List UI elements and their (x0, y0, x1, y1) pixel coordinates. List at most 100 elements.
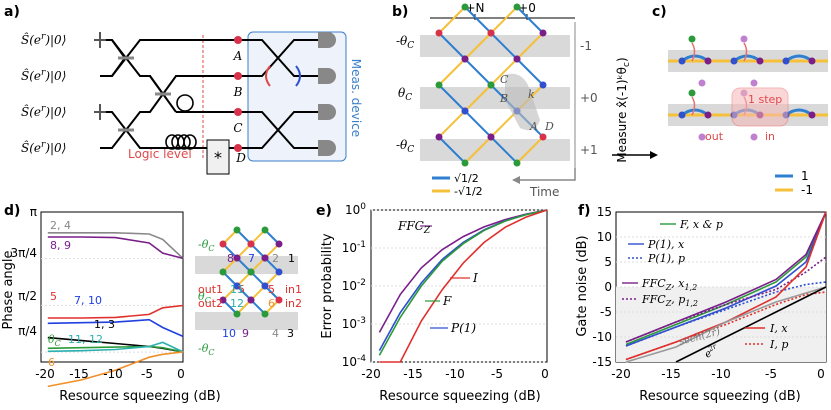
red-rotation-arrow (265, 65, 271, 87)
f-ylabel: Gate noise (dB) (575, 235, 590, 336)
c-link (691, 42, 696, 62)
inset-1: 1 (288, 252, 295, 265)
b-lattice-node (487, 133, 495, 141)
lattice-d (219, 226, 283, 318)
panel-a-label: a) (4, 4, 20, 20)
d-lattice-node (261, 310, 269, 318)
d-xtick-3: -10 (103, 367, 123, 381)
detectors (318, 32, 336, 156)
row-label-3: -θC (396, 138, 414, 155)
d-lattice-node (247, 240, 255, 248)
plot-d-area (41, 232, 184, 388)
c-node (808, 111, 816, 119)
f-legend-p1p: P(1), p (647, 252, 685, 265)
right-label-3: +1 (580, 143, 598, 157)
d-series-line (47, 341, 184, 353)
logic-level-label: Logic level (128, 147, 192, 161)
d-ann-6: 6 (48, 356, 55, 369)
star-symbol: * (214, 148, 222, 167)
plot-d-frame (40, 211, 184, 363)
e-xtick-5: 0 (541, 367, 549, 381)
f-series-line (675, 286, 827, 363)
b-lattice-edge (464, 136, 492, 164)
b-lattice-edge (464, 58, 492, 86)
in-label: in (765, 130, 775, 143)
panel-d: d) π/4 π/2 3π/4 π -20 -15 -10 -5 0 Phase… (1, 203, 302, 404)
d-lattice-node (275, 268, 283, 276)
plot-f-area (616, 211, 827, 363)
b-node-d: D (544, 120, 554, 133)
c-top-node (740, 35, 748, 43)
inset-3: 3 (287, 327, 294, 340)
d-lattice-node (275, 240, 283, 248)
e-legend-p1: P(1) (450, 321, 476, 335)
d-series-line (47, 318, 184, 338)
e-series-line (379, 209, 548, 363)
d-ann-theta: θC (48, 333, 61, 348)
d-ytick-3: 3π/4 (10, 246, 37, 260)
c-node (704, 111, 712, 119)
row-label-2: θC (398, 86, 412, 103)
d-xtick-1: -20 (35, 367, 55, 381)
c-node (730, 57, 738, 65)
d-ann-11-12: 11, 12 (68, 333, 103, 346)
f-legend-ix: I, x (769, 322, 788, 335)
b-lattice-edge (490, 6, 518, 34)
f-legend-p1x: P(1), x (647, 238, 685, 251)
panel-d-label: d) (4, 203, 20, 219)
e-series-line (378, 209, 548, 356)
d-lattice-node (275, 296, 283, 304)
b-lattice-edge (438, 136, 466, 164)
b-lattice-node (513, 55, 521, 63)
f-xtick-4: -5 (765, 367, 777, 381)
d-ytick-4: π (30, 205, 37, 219)
d-lattice-node (261, 226, 269, 234)
node-dots (234, 36, 242, 152)
b-lattice-node (461, 3, 469, 11)
e-ytick: 10-1 (342, 240, 366, 255)
b-lattice-node (513, 159, 521, 167)
e-xtick-1: -20 (361, 367, 381, 381)
f-series-line (625, 281, 827, 347)
b-lattice-edge (490, 110, 518, 138)
inset-out1: out1 (198, 283, 223, 296)
b-lattice-node (435, 29, 443, 37)
c-bottom-node (698, 133, 706, 141)
f-ytick-5: 5 (604, 255, 612, 269)
b-lattice-node (487, 29, 495, 37)
f-series-line (625, 291, 827, 361)
plot-e-area (371, 209, 548, 363)
inset-in1: in1 (285, 283, 302, 296)
panel-f: f) -15 -10 -5 0 5 10 15 -20 -15 -10 -5 0… (575, 203, 827, 404)
b-lattice-node (461, 159, 469, 167)
top-label-0: +0 (518, 1, 536, 15)
b-lattice-edge (490, 58, 518, 86)
out-label: out (705, 130, 724, 143)
d-ann-2-4: 2, 4 (50, 219, 71, 232)
c-bottom-node (750, 133, 758, 141)
inset-8: 8 (227, 252, 234, 265)
c-node (756, 57, 764, 65)
b-node-a: A (529, 120, 538, 133)
star-box (206, 139, 230, 175)
row-label-1: -θC (396, 34, 414, 51)
step-label: 1 step (748, 93, 782, 106)
d-series-line (47, 351, 184, 388)
e-ytick: 10-3 (342, 316, 366, 331)
time-label: Time (529, 185, 559, 199)
d-lattice-node (219, 240, 227, 248)
inset-2: 2 (272, 252, 279, 265)
b-lattice-node (539, 81, 547, 89)
inset-10: 10 (222, 327, 236, 340)
b-lattice-edge (464, 32, 492, 60)
d-xtick-2: -15 (69, 367, 89, 381)
b-lattice-edge (516, 136, 544, 164)
d-xtick-5: 0 (177, 367, 185, 381)
c-top-node (688, 35, 696, 43)
d-ytick-1: π/4 (18, 324, 37, 338)
d-lattice-node (233, 310, 241, 318)
b-lattice-node (513, 3, 521, 11)
panel-b-label: b) (392, 4, 408, 20)
